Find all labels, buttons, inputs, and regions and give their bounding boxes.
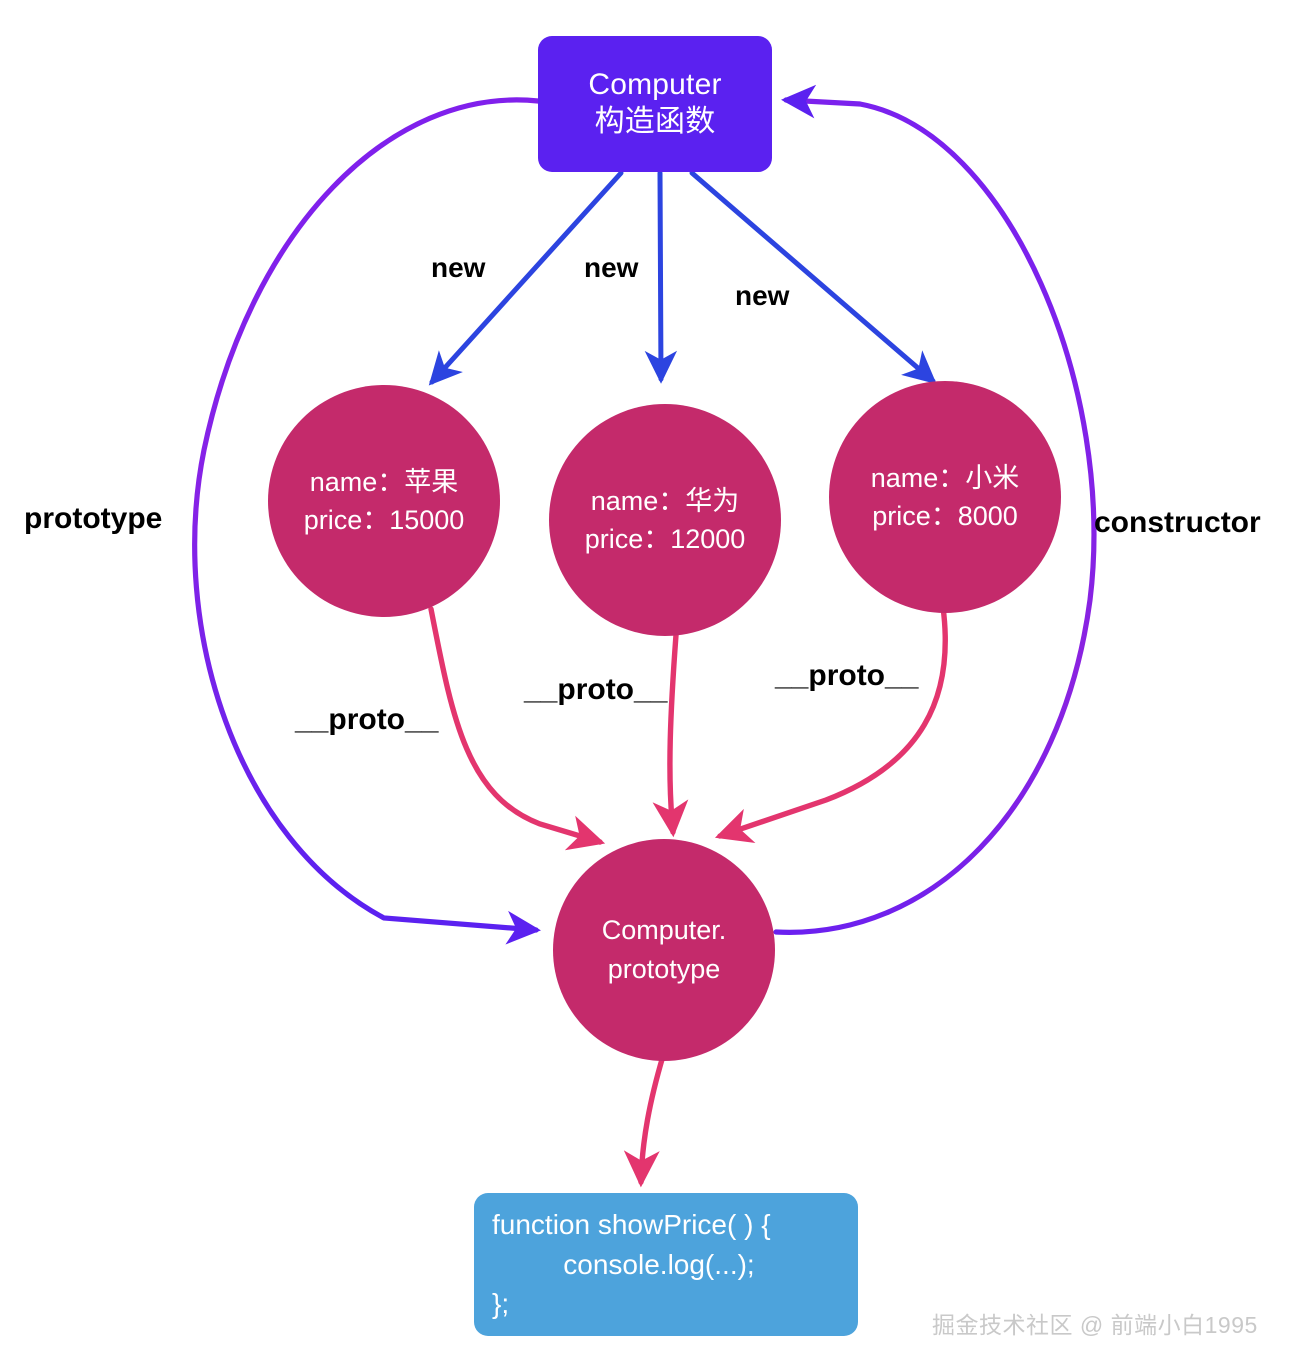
edge-label-proto-1: __proto__ [295, 703, 439, 736]
edge-new-1 [428, 170, 624, 386]
instance-node-1[interactable]: name：苹果 price：15000 [268, 385, 500, 617]
instance-3-price: price：8000 [872, 501, 1018, 531]
constructor-node[interactable]: Computer 构造函数 [538, 36, 772, 172]
edge-prototype [192, 97, 541, 945]
edge-proto-3 [714, 604, 948, 843]
edge-constructor [773, 84, 1097, 935]
instance-node-3[interactable]: name：小米 price：8000 [829, 381, 1061, 613]
function-node-line3: }; [492, 1288, 510, 1320]
prototype-node-line1: Computer. [601, 914, 727, 945]
instance-2-name: name：华为 [590, 485, 740, 516]
edge-new-3 [689, 170, 937, 385]
constructor-node-line2: 构造函数 [594, 105, 716, 138]
edge-label-proto-2: __proto__ [524, 673, 668, 706]
edge-new-2 [644, 170, 678, 384]
prototype-node-line2: prototype [607, 954, 721, 984]
edge-prototype-to-function [623, 1053, 666, 1188]
instance-1-price: price：15000 [303, 505, 465, 535]
edge-proto-2 [652, 632, 689, 838]
edge-label-new-1: new [431, 252, 486, 283]
edge-label-new-2: new [584, 252, 639, 283]
instance-3-name: name：小米 [870, 462, 1020, 493]
watermark: 掘金技术社区 @ 前端小白1995 [932, 1312, 1258, 1338]
edge-label-new-3: new [735, 280, 790, 311]
edge-proto-1 [428, 606, 606, 851]
instance-node-2[interactable]: name：华为 price：12000 [549, 404, 781, 636]
constructor-node-line1: Computer [588, 68, 722, 102]
edge-label-proto-3: __proto__ [775, 659, 919, 692]
instance-2-price: price：12000 [584, 524, 746, 554]
prototype-node[interactable]: Computer. prototype [553, 839, 775, 1061]
edge-label-prototype: prototype [24, 502, 163, 535]
function-node-line1: function showPrice( ) { [492, 1208, 771, 1240]
instance-1-name: name：苹果 [309, 466, 459, 497]
function-node[interactable]: function showPrice( ) { console.log(...)… [474, 1193, 858, 1336]
edge-label-constructor: constructor [1094, 506, 1261, 539]
function-node-line2: console.log(...); [563, 1248, 755, 1280]
